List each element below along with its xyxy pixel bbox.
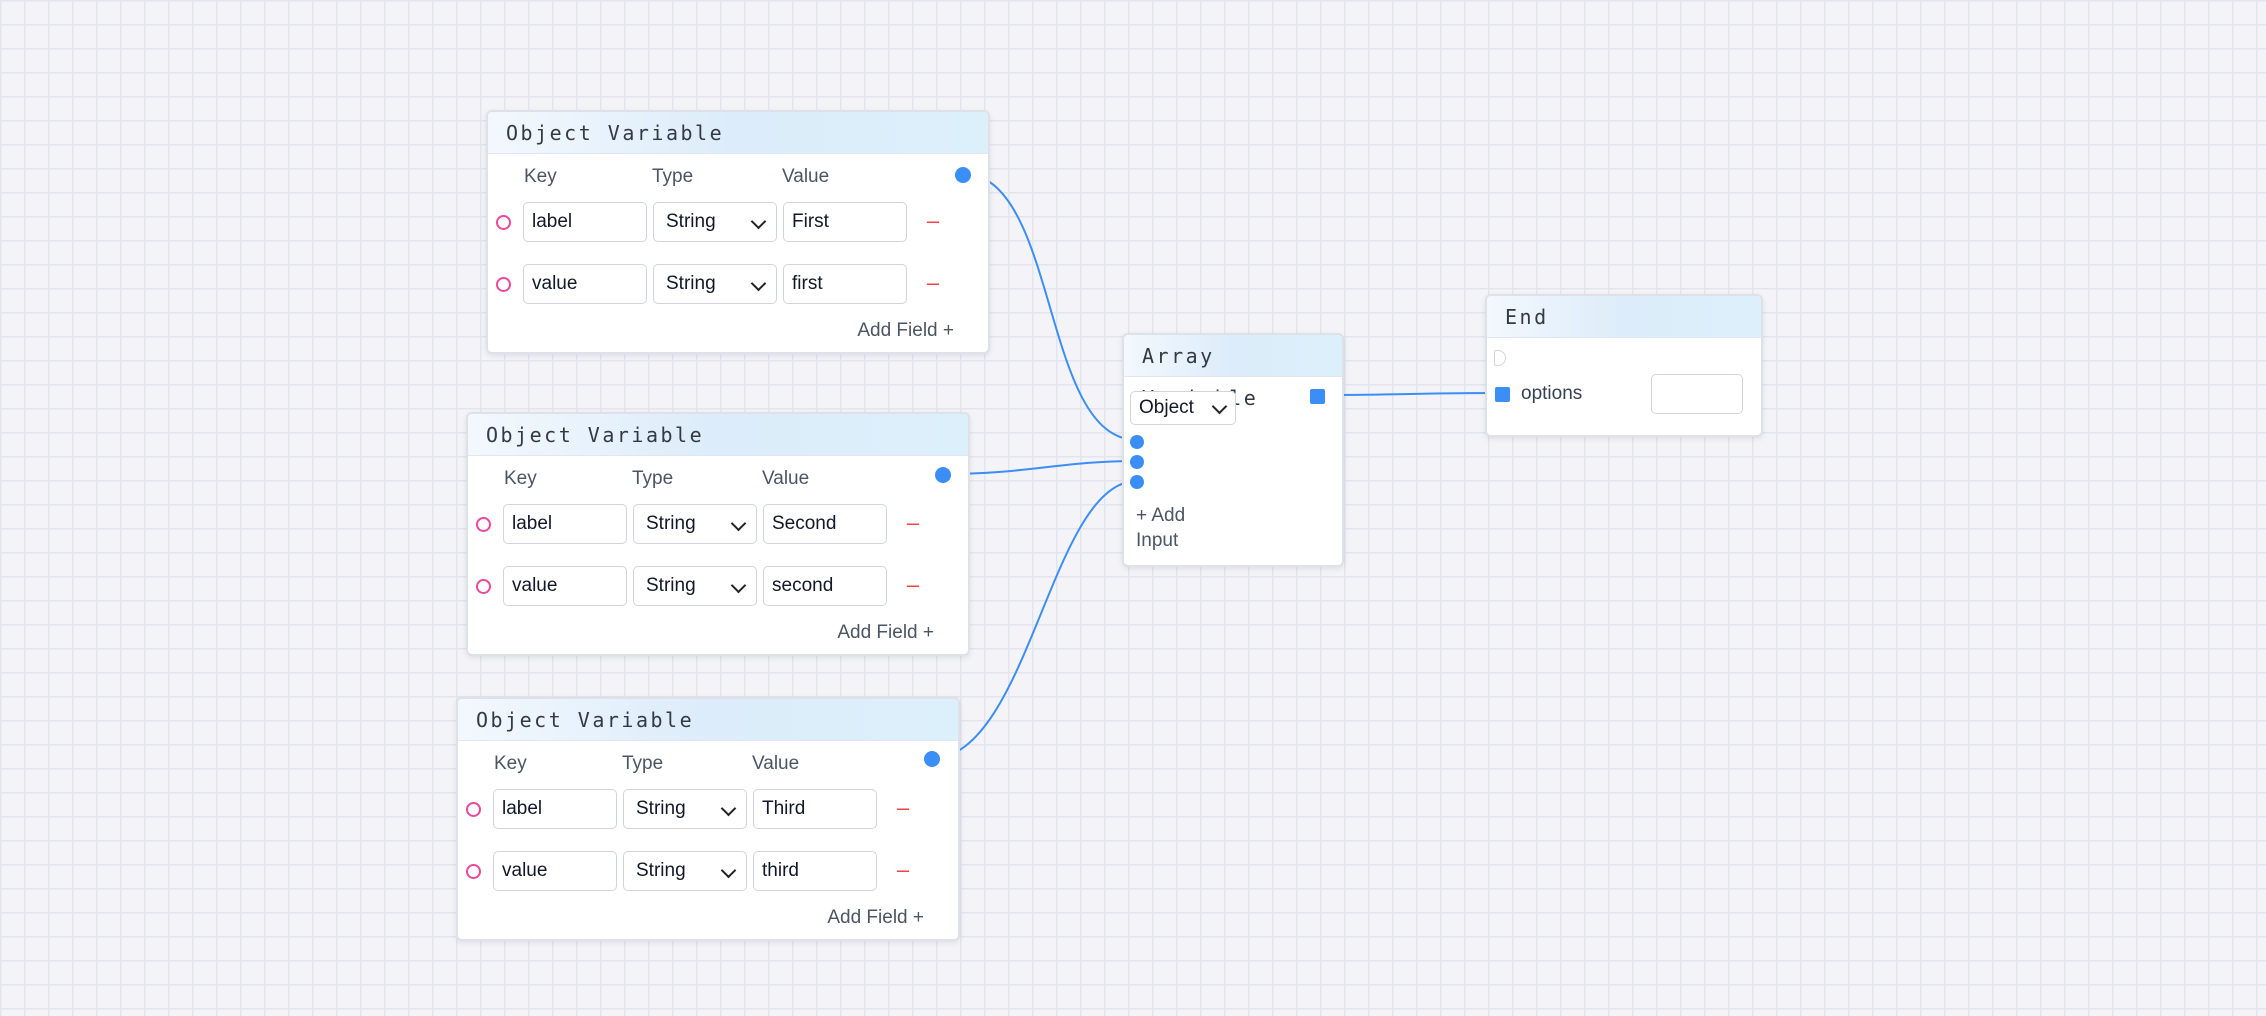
- remove-field-button[interactable]: –: [926, 270, 940, 295]
- remove-field-button[interactable]: –: [896, 857, 910, 882]
- type-select[interactable]: String: [633, 566, 757, 606]
- options-input-handle[interactable]: [1495, 387, 1510, 402]
- field-row: value String second –: [468, 566, 968, 606]
- object-variable-node-1[interactable]: Object Variable Key Type Value label Str…: [486, 110, 990, 354]
- node-title[interactable]: End: [1487, 296, 1761, 338]
- field-input-handle[interactable]: [466, 802, 481, 817]
- type-select-value: String: [666, 211, 716, 232]
- column-value: Value: [762, 468, 810, 489]
- field-input-handle[interactable]: [466, 864, 481, 879]
- array-variable-node[interactable]: Array Variable Object + Add Input: [1122, 333, 1344, 567]
- remove-field-button[interactable]: –: [906, 572, 920, 597]
- node-title[interactable]: Object Variable: [468, 414, 968, 456]
- output-handle[interactable]: [955, 167, 971, 183]
- type-select[interactable]: String: [653, 202, 777, 242]
- type-select[interactable]: String: [633, 504, 757, 544]
- key-input[interactable]: label: [493, 789, 617, 829]
- field-input-handle[interactable]: [476, 517, 491, 532]
- key-input[interactable]: value: [503, 566, 627, 606]
- wire-object2-to-array: [940, 460, 1138, 475]
- value-input[interactable]: third: [753, 851, 877, 891]
- object-variable-node-3[interactable]: Object Variable Key Type Value label Str…: [456, 697, 960, 941]
- add-field-button[interactable]: Add Field +: [827, 907, 924, 928]
- chevron-down-icon: [730, 577, 747, 594]
- column-type: Type: [622, 753, 664, 774]
- field-row: value String first –: [488, 264, 988, 304]
- column-type: Type: [632, 468, 674, 489]
- add-field-button[interactable]: Add Field +: [857, 320, 954, 341]
- field-row: label String Second –: [468, 504, 968, 544]
- value-input[interactable]: Third: [753, 789, 877, 829]
- options-label: options: [1521, 383, 1583, 404]
- field-row: label String Third –: [458, 789, 958, 829]
- chevron-down-icon: [1211, 398, 1228, 415]
- type-select[interactable]: String: [623, 851, 747, 891]
- field-input-handle[interactable]: [496, 215, 511, 230]
- output-handle[interactable]: [1310, 389, 1325, 404]
- node-title[interactable]: Object Variable: [488, 112, 988, 154]
- end-node[interactable]: End options: [1485, 294, 1763, 437]
- add-input-label-line2: Input: [1136, 530, 1179, 551]
- wire-array-to-end: [1316, 392, 1502, 396]
- value-input[interactable]: First: [783, 202, 907, 242]
- remove-field-button[interactable]: –: [906, 510, 920, 535]
- column-type: Type: [652, 166, 694, 187]
- type-select-value: String: [636, 798, 686, 819]
- array-input-handle-2[interactable]: [1130, 455, 1144, 469]
- type-select-value: String: [646, 575, 696, 596]
- chevron-down-icon: [730, 515, 747, 532]
- value-input[interactable]: first: [783, 264, 907, 304]
- remove-field-button[interactable]: –: [926, 208, 940, 233]
- value-input[interactable]: Second: [763, 504, 887, 544]
- add-input-button[interactable]: + Add Input: [1136, 503, 1185, 553]
- column-key: Key: [494, 753, 527, 774]
- array-type-select[interactable]: Object: [1130, 391, 1236, 425]
- value-input[interactable]: second: [763, 566, 887, 606]
- chevron-down-icon: [720, 862, 737, 879]
- chevron-down-icon: [750, 213, 767, 230]
- array-input-handle-1[interactable]: [1130, 435, 1144, 449]
- key-input[interactable]: label: [503, 504, 627, 544]
- type-select[interactable]: String: [623, 789, 747, 829]
- add-input-label-line1: + Add: [1136, 505, 1186, 526]
- object-variable-node-2[interactable]: Object Variable Key Type Value label Str…: [466, 412, 970, 656]
- type-select[interactable]: String: [653, 264, 777, 304]
- column-value: Value: [752, 753, 800, 774]
- type-select-value: String: [666, 273, 716, 294]
- chevron-down-icon: [750, 275, 767, 292]
- flow-input-handle[interactable]: [1494, 350, 1506, 366]
- node-title[interactable]: Array Variable: [1124, 335, 1342, 410]
- output-handle[interactable]: [935, 467, 951, 483]
- type-select-value: String: [636, 860, 686, 881]
- field-row: value String third –: [458, 851, 958, 891]
- node-title[interactable]: Object Variable: [458, 699, 958, 741]
- column-value: Value: [782, 166, 830, 187]
- output-handle[interactable]: [924, 751, 940, 767]
- chevron-down-icon: [720, 800, 737, 817]
- key-input[interactable]: value: [493, 851, 617, 891]
- array-input-handle-3[interactable]: [1130, 475, 1144, 489]
- key-input[interactable]: value: [523, 264, 647, 304]
- type-select-value: String: [646, 513, 696, 534]
- field-input-handle[interactable]: [476, 579, 491, 594]
- options-input[interactable]: [1651, 374, 1743, 414]
- key-input[interactable]: label: [523, 202, 647, 242]
- remove-field-button[interactable]: –: [896, 795, 910, 820]
- field-row: label String First –: [488, 202, 988, 242]
- column-key: Key: [504, 468, 537, 489]
- field-input-handle[interactable]: [496, 277, 511, 292]
- array-type-select-value: Object: [1139, 397, 1194, 418]
- add-field-button[interactable]: Add Field +: [837, 622, 934, 643]
- column-key: Key: [524, 166, 557, 187]
